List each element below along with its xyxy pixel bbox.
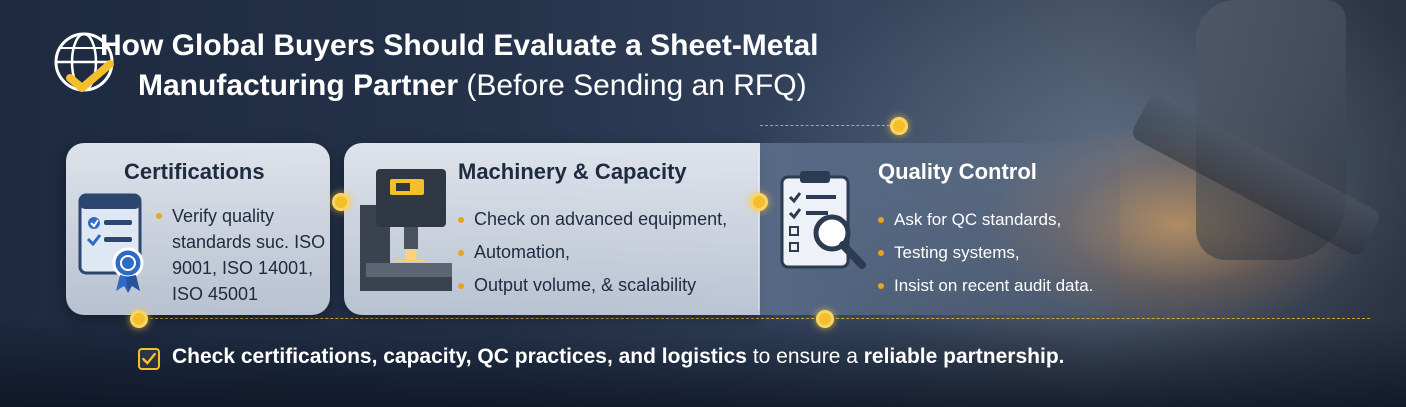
connector-dot — [750, 193, 768, 211]
connector-line — [140, 318, 1370, 319]
clipboard-magnifier-icon — [780, 171, 866, 269]
card-divider — [758, 150, 759, 310]
title-line-2: Manufacturing Partner (Before Sending an… — [138, 64, 819, 108]
page-title: How Global Buyers Should Evaluate a Shee… — [96, 28, 819, 108]
connector-dot — [816, 310, 834, 328]
card-item-list: Verify quality standards suc. ISO 9001, … — [156, 203, 328, 307]
list-item: Automation, — [458, 236, 727, 269]
list-item: Testing systems, — [878, 236, 1093, 269]
background-shade — [0, 317, 1406, 407]
card-certifications: Certifications Verify quality standards … — [66, 143, 330, 315]
laser-cutting-machine-icon — [360, 169, 452, 291]
card-title: Machinery & Capacity — [458, 159, 687, 184]
card-machinery-capacity: Machinery & Capacity Check on advanced e… — [344, 143, 760, 315]
card-title: Quality Control — [878, 159, 1037, 184]
card-item-list: Check on advanced equipment, Automation,… — [458, 203, 727, 302]
list-item: Insist on recent audit data. — [878, 269, 1093, 302]
title-line-2-light: (Before Sending an RFQ) — [466, 69, 807, 102]
list-item: Verify quality standards suc. ISO 9001, … — [156, 203, 328, 307]
summary-bold-end: reliable partnership. — [863, 345, 1065, 368]
certificate-checklist-icon — [78, 193, 144, 293]
list-item: Ask for QC standards, — [878, 203, 1093, 236]
connector-line — [760, 125, 900, 126]
connector-dot — [130, 310, 148, 328]
checkbox-icon — [138, 348, 160, 370]
list-item: Check on advanced equipment, — [458, 203, 727, 236]
connector-dot — [890, 117, 908, 135]
card-quality-control: Quality Control Ask for QC standards, Te… — [760, 143, 1120, 315]
title-line-1: How Global Buyers Should Evaluate a Shee… — [100, 29, 819, 62]
summary-bold: Check certifications, capacity, QC pract… — [172, 345, 747, 368]
summary-text: Check certifications, capacity, QC pract… — [172, 345, 1064, 369]
list-item: Output volume, & scalability — [458, 269, 727, 302]
title-line-2-bold: Manufacturing Partner — [138, 69, 459, 102]
card-item-list: Ask for QC standards, Testing systems, I… — [878, 203, 1093, 302]
connector-dot — [332, 193, 350, 211]
summary-regular: to ensure a — [747, 345, 864, 368]
card-title: Certifications — [124, 159, 265, 184]
globe-check-icon — [54, 32, 114, 92]
